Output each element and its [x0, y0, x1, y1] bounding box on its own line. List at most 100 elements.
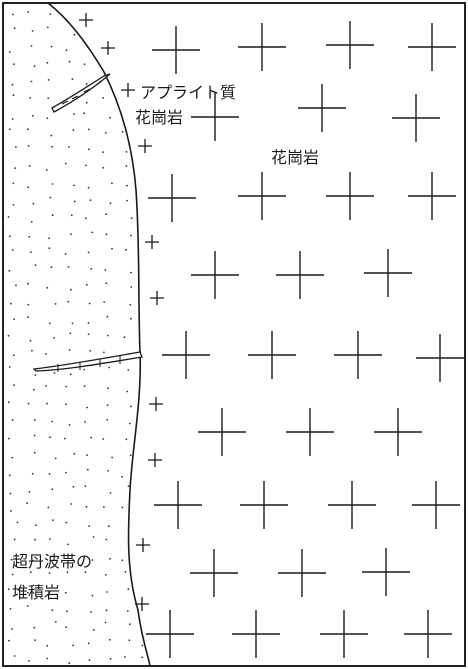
- stipple-dot: [15, 146, 17, 149]
- stipple-dot: [70, 214, 73, 217]
- stipple-dot: [124, 570, 127, 573]
- stipple-dot: [140, 440, 143, 443]
- stipple-dot: [34, 538, 36, 541]
- stipple-dot: [67, 300, 70, 303]
- stipple-dot: [46, 61, 49, 64]
- stipple-dot: [127, 118, 130, 120]
- aplite-cross: [145, 235, 159, 249]
- aplite-cross: [136, 538, 150, 552]
- stipple-dot: [28, 236, 31, 238]
- stipple-dot: [72, 559, 74, 561]
- granite-cross: [320, 610, 368, 658]
- stipple-dot: [125, 438, 128, 441]
- stipple-dot: [130, 271, 132, 274]
- granite-cross: [286, 408, 334, 456]
- stipple-dot: [31, 472, 34, 475]
- stipple-dot: [146, 470, 149, 472]
- stipple-dot: [144, 45, 147, 47]
- stipple-dot: [147, 571, 149, 574]
- stipple-dot: [147, 537, 150, 540]
- granite-cross: [298, 84, 346, 132]
- stipple-dot: [124, 656, 126, 658]
- stipple-dot: [68, 146, 70, 148]
- stipple-dot: [50, 266, 53, 269]
- stipple-dot: [89, 349, 92, 352]
- label-sediment-line1: 超丹波帯の: [12, 552, 92, 571]
- stipple-dot: [65, 521, 68, 524]
- stipple-dot: [10, 510, 12, 512]
- stipple-dot: [32, 388, 35, 391]
- stipple-dot: [141, 231, 143, 234]
- stipple-dot: [27, 316, 29, 318]
- stipple-dot: [29, 339, 32, 342]
- stipple-dot: [65, 49, 68, 52]
- stipple-dot: [105, 282, 108, 285]
- stipple-dot: [33, 419, 36, 421]
- stipple-dot: [7, 216, 10, 218]
- granite-cross: [374, 408, 422, 456]
- stipple-dot: [46, 117, 49, 120]
- stipple-dot: [14, 167, 17, 170]
- stipple-dot: [87, 333, 90, 336]
- stipple-dot: [31, 349, 33, 352]
- stipple-dot: [8, 366, 11, 368]
- stipple-dot: [8, 269, 11, 272]
- stipple-dot: [28, 490, 31, 493]
- stipple-dot: [146, 628, 149, 631]
- stipple-dot: [64, 253, 67, 255]
- stipple-dot: [142, 130, 145, 133]
- stipple-dot: [11, 456, 14, 459]
- stipple-dot: [111, 247, 113, 250]
- aplite-cross: [121, 83, 135, 97]
- stipple-dot: [84, 571, 87, 574]
- stipple-dot: [29, 571, 32, 574]
- stipple-dot: [109, 657, 112, 660]
- stipple-dot: [30, 251, 32, 254]
- stipple-dot: [125, 151, 128, 153]
- stipple-dot: [65, 626, 67, 628]
- stipple-dot: [48, 572, 51, 574]
- stipple-dot: [46, 26, 49, 29]
- stipple-dot: [141, 644, 144, 647]
- stipple-dot: [30, 80, 33, 83]
- stipple-dot: [34, 639, 36, 641]
- stipple-dot: [107, 470, 110, 472]
- stipple-dot: [104, 621, 107, 624]
- stipple-dot: [70, 503, 72, 505]
- granite-cross: [248, 331, 296, 379]
- stipple-dot: [68, 424, 71, 426]
- granite-cross: [154, 481, 202, 529]
- stipple-dot: [51, 609, 54, 612]
- stipple-dot: [84, 421, 86, 423]
- stipple-dot: [72, 485, 75, 488]
- stipple-dot: [106, 315, 109, 318]
- stipple-dot: [129, 304, 132, 306]
- stipple-dot: [104, 269, 107, 271]
- stipple-dot: [85, 283, 88, 286]
- stipple-dot: [130, 405, 132, 408]
- stipple-dot: [130, 286, 133, 288]
- stipple-dot: [109, 202, 112, 205]
- stipple-dot: [50, 134, 53, 137]
- stipple-dot: [150, 554, 152, 556]
- stipple-dot: [146, 28, 149, 31]
- granite-cross: [148, 174, 196, 222]
- aplite-cross: [101, 41, 115, 55]
- granite-cross: [364, 249, 412, 297]
- stipple-dot: [84, 29, 87, 32]
- stipple-dot: [73, 113, 75, 115]
- stipple-dot: [69, 332, 72, 335]
- stipple-dot: [108, 65, 111, 68]
- stipple-dot: [87, 251, 90, 254]
- stipple-dot: [126, 199, 128, 202]
- stipple-dot: [49, 196, 52, 199]
- stipple-dot: [102, 50, 105, 53]
- granite-cross: [326, 172, 374, 220]
- stipple-dot: [149, 609, 150, 612]
- stipple-dot: [33, 434, 36, 437]
- stipple-dot: [51, 183, 54, 185]
- stipple-dot: [89, 199, 92, 202]
- stipple-dot: [27, 591, 29, 594]
- stipple-dot: [65, 385, 68, 388]
